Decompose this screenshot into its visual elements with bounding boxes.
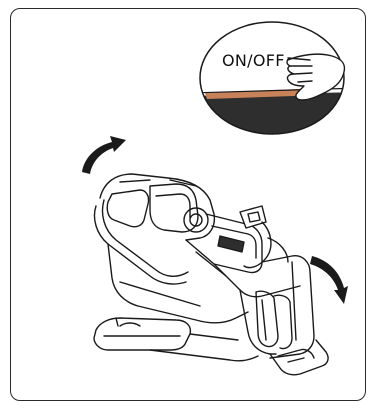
control-panel-surface	[190, 92, 360, 140]
power-button-callout	[190, 20, 360, 140]
recline-leg-arrow-icon	[310, 256, 348, 304]
recline-back-arrow-icon	[82, 136, 126, 174]
on-off-button-label: ON/OFF	[222, 51, 285, 70]
massage-chair-illustration	[94, 174, 328, 375]
